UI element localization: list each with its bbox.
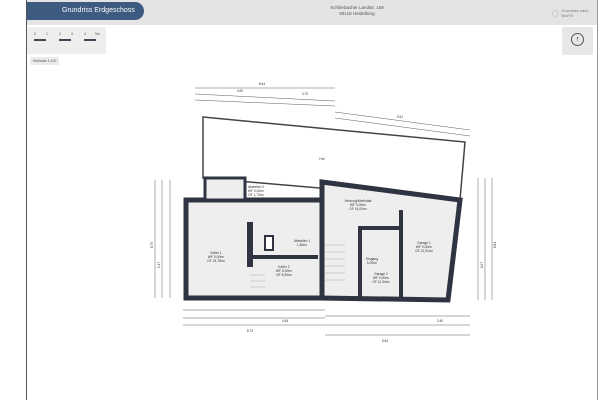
dimension-label: 9.51 <box>397 115 403 119</box>
left-border <box>26 0 27 400</box>
dimension-label: 6.81 <box>493 242 497 248</box>
scale-tick: 5m <box>95 32 100 36</box>
scale-tick: 1 <box>46 32 48 36</box>
dimension-label: 5.17 <box>157 262 161 268</box>
dimension-label: 4.46 <box>282 319 288 323</box>
radio-icon[interactable] <box>552 9 559 17</box>
wall-stair <box>203 176 247 202</box>
stairs <box>250 244 345 288</box>
wofl-label: Grundriss nach WoFlV <box>561 8 589 18</box>
scale-segment <box>59 39 71 41</box>
dimension-label: 3.70 <box>302 92 308 96</box>
wofl-toggle[interactable]: Grundriss nach WoFlV <box>552 8 597 18</box>
scale-tick: 2 <box>59 32 61 36</box>
address-line1: Schlierbacher Landstr. 159 <box>330 5 384 10</box>
dimension-label: 8.64 <box>382 339 388 343</box>
address-line2: 69118 Heidelberg <box>339 11 375 16</box>
top-bar: Grundriss Erdgeschoss Schlierbacher Land… <box>27 0 597 25</box>
dimension-label: 6.07 <box>480 262 484 268</box>
dimension-label: 2.40 <box>437 319 443 323</box>
wall-left-building <box>183 197 325 301</box>
dimension-label: 8.72 <box>247 329 253 333</box>
dimension-lines <box>154 87 493 336</box>
dimension-label: 4.90 <box>237 89 243 93</box>
right-border <box>597 0 598 400</box>
scale-segment <box>84 39 96 41</box>
dimension-label: 8.64 <box>259 82 265 86</box>
scale-label: Maßstab 1:100 <box>30 57 60 65</box>
wall-right-building <box>319 179 463 303</box>
room-hof: Hof <box>319 157 324 161</box>
north-arrow-icon: ↑ <box>571 33 584 46</box>
scale-tick: 4 <box>84 32 86 36</box>
inner-walls <box>247 210 403 298</box>
floor-title-button[interactable]: Grundriss Erdgeschoss <box>27 2 144 20</box>
address: Schlierbacher Landstr. 159 69118 Heidelb… <box>297 5 417 17</box>
scale-segment <box>34 39 46 41</box>
dimension-label: 8.75 <box>150 242 154 248</box>
scale-tick: 3 <box>71 32 73 36</box>
scale-tick: 0 <box>34 32 36 36</box>
scale-bar: 0 1 2 3 4 5m <box>27 27 106 54</box>
compass-button[interactable]: ↑ <box>562 27 593 55</box>
